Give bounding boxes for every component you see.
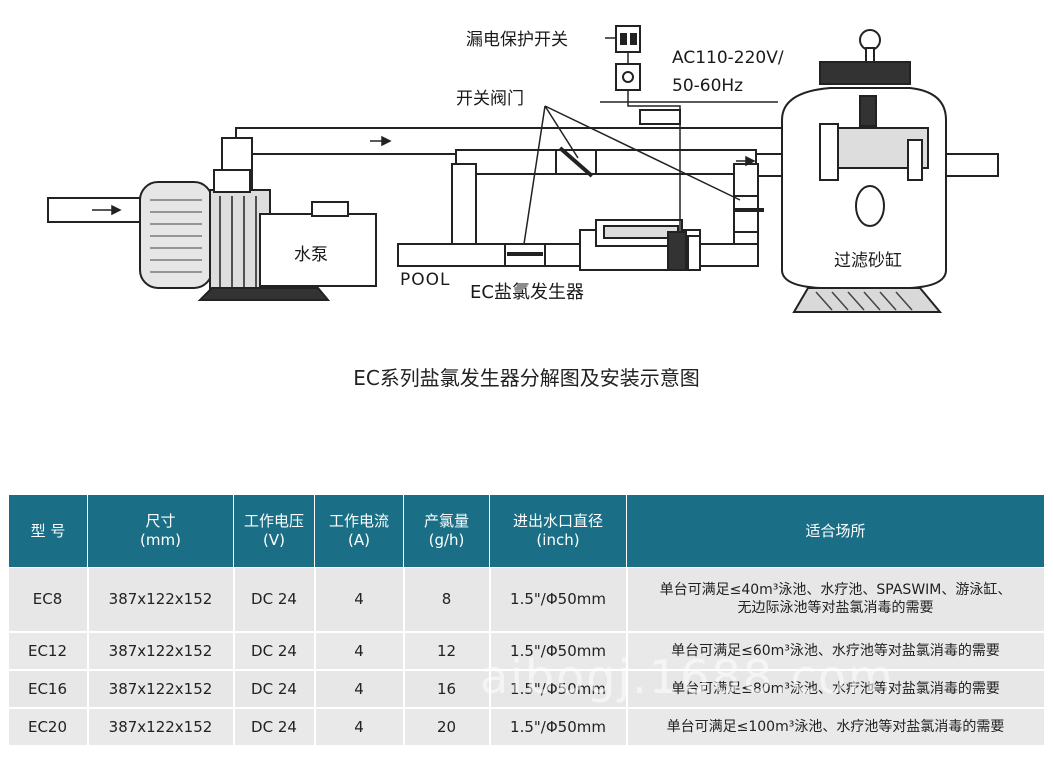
cell-current: 4: [314, 567, 405, 633]
cell-use: 单台可满足≤60m³泳池、水疗池等对盐氯消毒的需要: [626, 631, 1046, 671]
cell-use: 单台可满足≤80m³泳池、水疗池等对盐氯消毒的需要: [626, 669, 1046, 709]
header-model: 型 号: [8, 494, 88, 568]
pump-label: 水泵: [294, 245, 328, 265]
cell-size: 387x122x152: [87, 631, 235, 671]
cell-current: 4: [314, 669, 405, 709]
table-row: EC12 387x122x152 DC 24 4 12 1.5"/Φ50mm 单…: [8, 631, 1046, 671]
cell-use: 单台可满足≤40m³泳池、水疗池、SPASWIM、游泳缸、无边际泳池等对盐氯消毒…: [626, 567, 1046, 633]
cell-voltage: DC 24: [233, 707, 316, 747]
cell-use: 单台可满足≤100m³泳池、水疗池等对盐氯消毒的需要: [626, 707, 1046, 747]
pool-pipe: [397, 243, 759, 267]
cell-diameter: 1.5"/Φ50mm: [489, 669, 628, 709]
header-size: 尺寸(mm): [87, 494, 234, 568]
ec-generator-label: EC盐氯发生器: [470, 282, 584, 303]
voltage-label-line1: AC110-220V/: [672, 48, 784, 68]
cell-current: 4: [314, 631, 405, 671]
leakage-switch: [615, 25, 681, 232]
cell-model: EC16: [8, 669, 89, 709]
table-row: EC8 387x122x152 DC 24 4 8 1.5"/Φ50mm 单台可…: [8, 567, 1046, 633]
sand-filter: [781, 29, 947, 313]
cell-diameter: 1.5"/Φ50mm: [489, 631, 628, 671]
cell-current: 4: [314, 707, 405, 747]
bypass-pipe: [455, 149, 757, 175]
cell-model: EC8: [8, 567, 89, 633]
header-diameter: 进出水口直径(inch): [489, 494, 627, 568]
ec-generator: [579, 219, 701, 271]
header-current: 工作电流(A): [314, 494, 404, 568]
filter-label: 过滤砂缸: [834, 251, 902, 271]
pool-label: POOL: [400, 270, 451, 290]
cell-voltage: DC 24: [233, 669, 316, 709]
table-row: EC20 387x122x152 DC 24 4 20 1.5"/Φ50mm 单…: [8, 707, 1046, 747]
cell-model: EC20: [8, 707, 89, 747]
cell-diameter: 1.5"/Φ50mm: [489, 707, 628, 747]
cell-size: 387x122x152: [87, 567, 235, 633]
valve-label: 开关阀门: [456, 89, 524, 109]
bypass-vertical-left: [451, 163, 477, 245]
cell-chlorine: 16: [403, 669, 491, 709]
cell-chlorine: 20: [403, 707, 491, 747]
header-chlorine: 产氯量(g/h): [403, 494, 490, 568]
cell-voltage: DC 24: [233, 631, 316, 671]
leakage-switch-label: 漏电保护开关: [466, 30, 568, 50]
cell-voltage: DC 24: [233, 567, 316, 633]
pump: [139, 169, 377, 301]
cell-chlorine: 12: [403, 631, 491, 671]
cell-chlorine: 8: [403, 567, 491, 633]
installation-diagram: [47, 25, 999, 313]
valve-icons: [504, 146, 764, 267]
cell-model: EC12: [8, 631, 89, 671]
cell-size: 387x122x152: [87, 669, 235, 709]
table-row: EC16 387x122x152 DC 24 4 16 1.5"/Φ50mm 单…: [8, 669, 1046, 709]
table-header-row: 型 号 尺寸(mm) 工作电压(V) 工作电流(A) 产氯量(g/h) 进出水口…: [8, 494, 1045, 568]
voltage-label-line2: 50-60Hz: [672, 76, 744, 96]
header-voltage: 工作电压(V): [233, 494, 315, 568]
spec-table: 型 号 尺寸(mm) 工作电压(V) 工作电流(A) 产氯量(g/h) 进出水口…: [8, 494, 1046, 747]
header-use: 适合场所: [626, 494, 1045, 568]
cell-size: 387x122x152: [87, 707, 235, 747]
figure-caption: EC系列盐氯发生器分解图及安装示意图: [353, 366, 700, 390]
cell-diameter: 1.5"/Φ50mm: [489, 567, 628, 633]
